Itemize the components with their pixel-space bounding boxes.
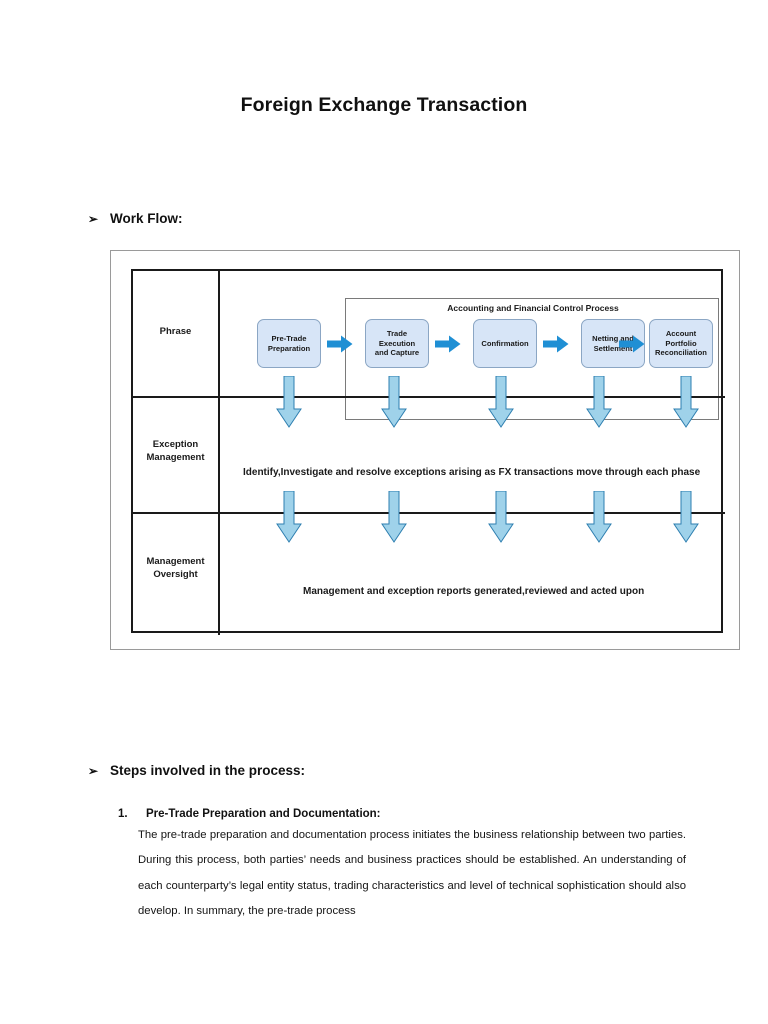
accounting-control-group-label: Accounting and Financial Control Process bbox=[447, 303, 619, 313]
flow-arrow-right-icon-4 bbox=[619, 335, 645, 353]
flow-arrow-down-icon-b3 bbox=[488, 490, 514, 543]
arrow-bullet-icon: ➢ bbox=[88, 764, 99, 778]
process-box-2-line1: Confirmation bbox=[481, 338, 529, 348]
row-label-oversight-line2: Oversight bbox=[153, 568, 198, 580]
flow-arrow-right-icon-1 bbox=[327, 335, 353, 353]
row-body-exception-management: Identify,Investigate and resolve excepti… bbox=[243, 467, 701, 478]
flow-arrow-down-icon-b1 bbox=[276, 490, 302, 543]
step-title: Pre-Trade Preparation and Documentation: bbox=[146, 808, 381, 820]
flow-arrow-right-icon-2 bbox=[435, 335, 461, 353]
process-box-1-line1: Trade Execution bbox=[378, 328, 416, 348]
workflow-heading: ➢ Work Flow: bbox=[88, 211, 183, 226]
row-label-exception-line1: Exception bbox=[152, 439, 199, 450]
page-title: Foreign Exchange Transaction bbox=[240, 94, 528, 116]
arrow-bullet-icon: ➢ bbox=[88, 212, 99, 226]
process-box-confirmation[interactable]: Confirmation bbox=[473, 319, 537, 368]
row-label-exception-management: Exception Management bbox=[133, 439, 218, 465]
step-paragraph: The pre-trade preparation and documentat… bbox=[138, 829, 686, 918]
process-box-4-line2: Reconciliation bbox=[655, 348, 707, 358]
flow-arrow-down-icon-a5 bbox=[673, 375, 699, 428]
row-divider-2 bbox=[133, 512, 725, 514]
label-column-divider bbox=[218, 271, 220, 635]
row-label-phrase: Phrase bbox=[159, 326, 192, 337]
flow-arrow-down-icon-a2 bbox=[381, 375, 407, 428]
workflow-table: Phrase Exception Management Management O… bbox=[131, 269, 725, 635]
process-box-0-line1: Pre-Trade bbox=[271, 333, 307, 343]
process-box-account-portfolio-reconciliation[interactable]: Account Portfolio Reconciliation bbox=[649, 319, 713, 368]
process-box-1-line2: and Capture bbox=[374, 348, 420, 358]
step-number: 1. bbox=[118, 808, 128, 820]
list-item: 1. Pre-Trade Preparation and Documentati… bbox=[118, 808, 688, 925]
flow-arrow-down-icon-b2 bbox=[381, 490, 407, 543]
process-box-trade-execution-and-capture[interactable]: Trade Execution and Capture bbox=[365, 319, 429, 368]
steps-heading-label: Steps involved in the process: bbox=[110, 763, 306, 778]
row-divider-1 bbox=[133, 396, 725, 398]
workflow-diagram: Phrase Exception Management Management O… bbox=[110, 250, 740, 650]
process-box-pre-trade-preparation[interactable]: Pre-Trade Preparation bbox=[257, 319, 321, 368]
process-box-3-line2: Settlement bbox=[593, 343, 633, 353]
flow-arrow-down-icon-b5 bbox=[673, 490, 699, 543]
row-body-management-oversight: Management and exception reports generat… bbox=[303, 586, 645, 597]
flow-arrow-down-icon-a1 bbox=[276, 375, 302, 428]
accounting-control-group: Accounting and Financial Control Process bbox=[345, 298, 719, 420]
flow-arrow-down-icon-a4 bbox=[586, 375, 612, 428]
steps-heading: ➢ Steps involved in the process: bbox=[88, 763, 305, 778]
flow-arrow-down-icon-b4 bbox=[586, 490, 612, 543]
flow-arrow-down-icon-a3 bbox=[488, 375, 514, 428]
row-label-management-oversight: Management Oversight bbox=[133, 556, 218, 582]
workflow-heading-label: Work Flow: bbox=[110, 211, 183, 226]
row-label-oversight-line1: Management bbox=[146, 556, 205, 567]
row-label-exception-line2: Management bbox=[146, 451, 205, 463]
process-box-3-line1: Netting and bbox=[592, 333, 634, 343]
process-box-0-line2: Preparation bbox=[267, 343, 311, 353]
process-box-4-line1: Account Portfolio bbox=[665, 328, 697, 348]
step-header: 1. Pre-Trade Preparation and Documentati… bbox=[118, 808, 688, 820]
flow-arrow-right-icon-3 bbox=[543, 335, 569, 353]
